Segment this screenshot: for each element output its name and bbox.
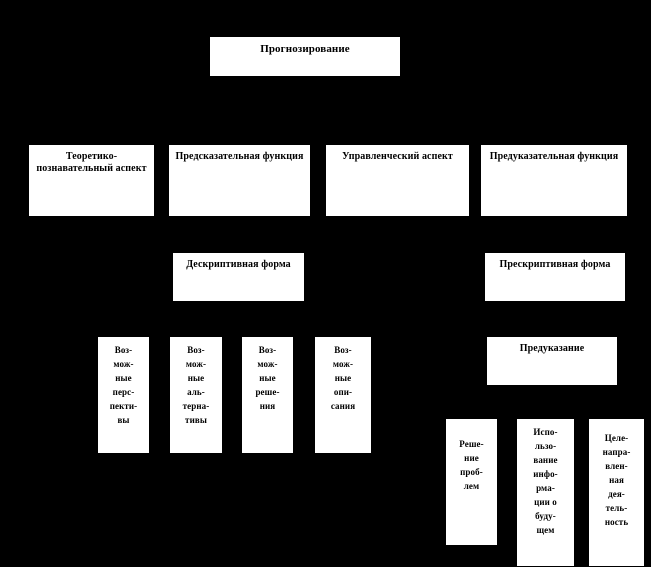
node-descriptive-form-label: Дескриптивная форма xyxy=(186,259,291,270)
node-possible-perspectives[interactable]: Воз- мож- ные перс- пекти- вы xyxy=(97,336,150,454)
node-prescriptive-form[interactable]: Прескриптивная форма xyxy=(484,252,626,302)
node-forecasting-root[interactable]: Прогнозирование xyxy=(209,36,401,77)
node-managerial-aspect[interactable]: Управленческий аспект xyxy=(325,144,470,217)
node-predictive-function-label: Предсказательная функция xyxy=(175,151,304,162)
node-prescription[interactable]: Предуказание xyxy=(486,336,618,386)
node-purposeful-activity-label: Целе- напра- влен- ная дея- тель- ность xyxy=(602,433,631,527)
node-use-of-future-information-label: Испо- льзо- вание инфо- рма- ции о буду-… xyxy=(533,427,558,535)
node-descriptive-form[interactable]: Дескриптивная форма xyxy=(172,252,305,302)
node-purposeful-activity[interactable]: Целе- напра- влен- ная дея- тель- ность xyxy=(588,418,645,567)
node-possible-decisions-label: Воз- мож- ные реше- ния xyxy=(255,345,280,411)
node-possible-perspectives-label: Воз- мож- ные перс- пекти- вы xyxy=(109,345,138,425)
node-problem-solving-label: Реше- ние проб- лем xyxy=(459,439,484,491)
node-use-of-future-information[interactable]: Испо- льзо- вание инфо- рма- ции о буду-… xyxy=(516,418,575,567)
node-prescriptive-function[interactable]: Предуказательная функция xyxy=(480,144,628,217)
node-possible-descriptions[interactable]: Воз- мож- ные опи- сания xyxy=(314,336,372,454)
node-prescription-label: Предуказание xyxy=(519,343,585,354)
node-managerial-aspect-label: Управленческий аспект xyxy=(342,151,453,162)
node-possible-alternatives[interactable]: Воз- мож- ные аль- терна- тивы xyxy=(169,336,223,454)
node-problem-solving[interactable]: Реше- ние проб- лем xyxy=(445,418,498,546)
node-prescriptive-function-label: Предуказательная функция xyxy=(489,151,619,162)
node-possible-alternatives-label: Воз- мож- ные аль- терна- тивы xyxy=(182,345,210,425)
node-forecasting-root-label: Прогнозирование xyxy=(260,43,350,55)
node-prescriptive-form-label: Прескриптивная форма xyxy=(499,259,611,270)
node-possible-descriptions-label: Воз- мож- ные опи- сания xyxy=(330,345,356,411)
node-theoretical-aspect[interactable]: Теоретико-познавательный аспект xyxy=(28,144,155,217)
node-possible-decisions[interactable]: Воз- мож- ные реше- ния xyxy=(241,336,294,454)
node-theoretical-aspect-label: Теоретико-познавательный аспект xyxy=(36,151,147,174)
node-predictive-function[interactable]: Предсказательная функция xyxy=(168,144,311,217)
